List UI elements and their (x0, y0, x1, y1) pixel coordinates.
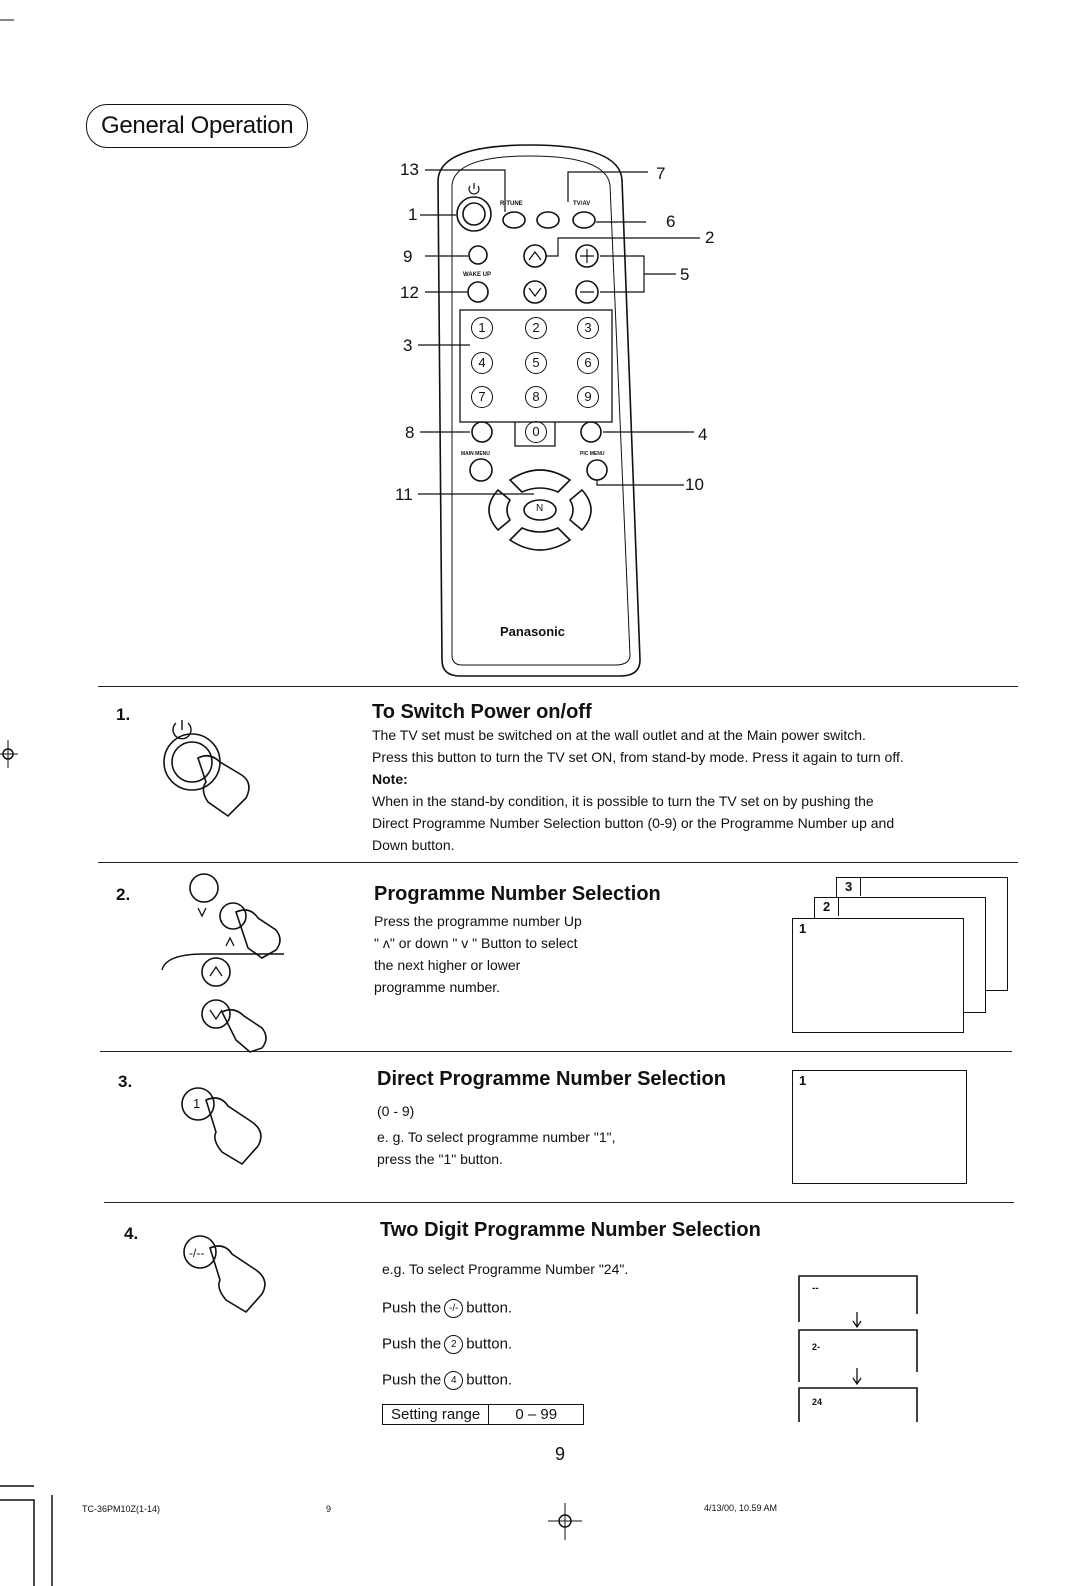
body-line: press the "1" button. (377, 1151, 503, 1167)
screen-entry: 2- (812, 1342, 821, 1352)
body-line: The TV set must be switched on at the wa… (372, 727, 866, 743)
up-down-button-hand-icon (161, 873, 284, 1053)
digit-4-icon: 4 (471, 352, 493, 374)
divider (100, 1051, 1012, 1052)
footer-code: TC-36PM10Z(1-14) (82, 1504, 161, 1514)
step-number: 4. (124, 1224, 139, 1243)
n-button-label: N (536, 503, 544, 514)
two-digit-screen-sequence (798, 1275, 918, 1422)
digit-2-button-icon: 2 (444, 1335, 464, 1354)
footer-timestamp: 4/13/00, 10.59 AM (704, 1503, 778, 1513)
body-line: the next higher or lower (374, 957, 521, 973)
callout-7: 7 (656, 164, 666, 183)
body-line: Direct Programme Number Selection button… (372, 815, 895, 831)
digit-7-icon: 7 (471, 386, 493, 408)
page-title: General Operation (86, 104, 309, 148)
callout-5: 5 (680, 265, 690, 284)
callout-2: 2 (705, 228, 715, 247)
two-digit-button-hand-icon: -/-- (183, 1235, 266, 1314)
callout-12: 12 (400, 283, 419, 302)
setting-range-value: 0 – 99 (488, 1405, 583, 1424)
power-button-hand-icon (163, 720, 250, 818)
digit-1-icon: 1 (471, 317, 493, 339)
push-instruction: Push the-/-button. (382, 1299, 512, 1318)
digit-4-button-icon: 4 (444, 1371, 464, 1390)
footer-page: 9 (326, 1504, 332, 1514)
retune-label: R-TUNE (500, 201, 523, 207)
digit-3-icon: 3 (577, 317, 599, 339)
note-label: Note: (372, 771, 408, 787)
push-text: Push the (382, 1371, 442, 1389)
wakeup-label: WAKE UP (463, 272, 492, 278)
digit-5-icon: 5 (525, 352, 547, 374)
callout-8: 8 (405, 423, 415, 442)
setting-range-label: Setting range (391, 1406, 481, 1423)
section-body: The TV set must be switched on at the wa… (372, 724, 904, 856)
digit-6-icon: 6 (577, 352, 599, 374)
screen-channel-label: 1 (799, 1073, 807, 1088)
body-line: " ʌ" or down " v " Button to select (374, 935, 578, 951)
screen-channel-label: 1 (799, 921, 807, 936)
screen-entry: -- (812, 1283, 819, 1294)
push-text: button. (466, 1299, 513, 1317)
digit-1-label: 1 (193, 1096, 201, 1111)
body-line: Press this button to turn the TV set ON,… (372, 749, 904, 765)
callout-9: 9 (403, 247, 413, 266)
section-body: (0 - 9) e. g. To select programme number… (377, 1100, 615, 1170)
callout-4: 4 (698, 425, 708, 444)
tv-screen: 1 (792, 1070, 967, 1184)
callout-11: 11 (395, 485, 413, 504)
screen-channel-label: 3 (836, 877, 862, 896)
digit-0-icon: 0 (525, 421, 547, 443)
example-text: e.g. To select Programme Number "24". (382, 1261, 629, 1277)
body-line: When in the stand-by condition, it is po… (372, 793, 874, 809)
two-digit-button-icon: -/- (444, 1299, 464, 1318)
body-line: e. g. To select programme number "1", (377, 1129, 616, 1145)
remote-control-diagram (418, 144, 700, 677)
pic-menu-label: PIC MENU (580, 451, 605, 457)
divider (98, 862, 1018, 863)
push-text: button. (466, 1335, 513, 1353)
digit-button-hand-icon (181, 1087, 262, 1166)
push-text: Push the (382, 1299, 442, 1317)
push-text: Push the (382, 1335, 442, 1353)
divider (98, 686, 1018, 687)
section-title: Programme Number Selection (374, 883, 661, 905)
digit-8-icon: 8 (525, 386, 547, 408)
section-body: Press the programme number Up " ʌ" or do… (374, 910, 582, 998)
step-number: 3. (118, 1072, 133, 1091)
callout-13: 13 (400, 160, 419, 179)
callout-3: 3 (403, 336, 413, 355)
callout-1: 1 (408, 205, 418, 224)
callout-10: 10 (685, 475, 704, 494)
tv-screen: 1 (792, 918, 964, 1033)
step-number: 2. (116, 885, 131, 904)
screen-entry: 24 (812, 1397, 823, 1407)
setting-range-table: Setting range 0 – 99 (382, 1404, 585, 1425)
body-line: (0 - 9) (377, 1103, 415, 1119)
digit-9-icon: 9 (577, 386, 599, 408)
brand-logo: Panasonic (500, 624, 566, 639)
step-number: 1. (116, 705, 131, 724)
divider (104, 1202, 1014, 1203)
screen-channel-label: 2 (814, 897, 840, 916)
callout-6: 6 (666, 212, 676, 231)
page-number: 9 (555, 1444, 566, 1464)
body-line: Press the programme number Up (374, 913, 582, 929)
section-title: Direct Programme Number Selection (377, 1068, 726, 1090)
main-menu-label: MAIN MENU (461, 451, 490, 457)
tvav-label: TV/AV (573, 201, 591, 207)
body-line: programme number. (374, 979, 501, 995)
body-line: Down button. (372, 837, 455, 853)
push-text: button. (466, 1371, 513, 1389)
svg-text:-/--: -/-- (189, 1246, 204, 1260)
section-title: To Switch Power on/off (372, 701, 592, 723)
digit-2-icon: 2 (525, 317, 547, 339)
section-title: Two Digit Programme Number Selection (380, 1219, 761, 1241)
